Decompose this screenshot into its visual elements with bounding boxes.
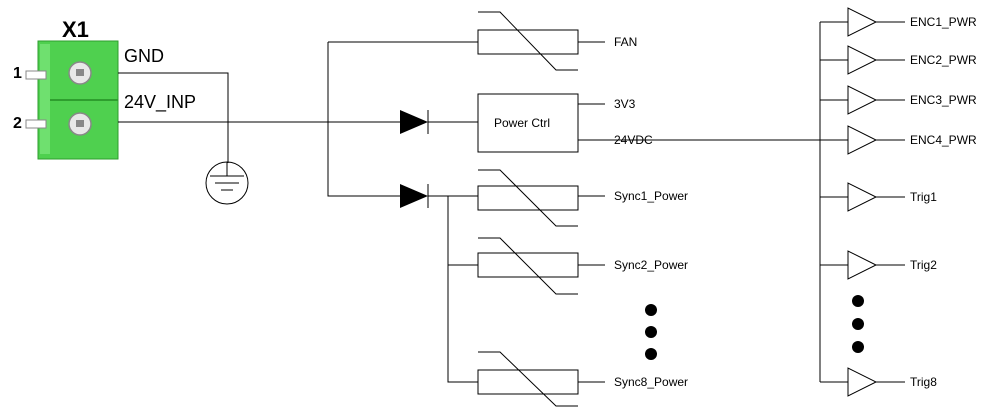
- sync2-power-label: Sync2_Power: [614, 258, 688, 272]
- sync-diode: [400, 184, 478, 383]
- gnd-wire: [118, 72, 229, 163]
- trig2-label: Trig2: [910, 258, 937, 272]
- trig1-label: Trig1: [910, 190, 937, 204]
- fan-ptc-fuse: [477, 11, 605, 71]
- fan-label: FAN: [614, 35, 637, 49]
- power-ctrl-output-3v3: 3V3: [614, 97, 636, 111]
- enc3-pwr-label: ENC3_PWR: [910, 93, 977, 107]
- sync1-ptc-fuse: [477, 169, 605, 227]
- sync1-power-label: Sync1_Power: [614, 189, 688, 203]
- sync8-ptc-fuse: [477, 351, 605, 407]
- pin-1-number: 1: [13, 65, 22, 82]
- pin-2-net-label: 24V_INP: [124, 92, 196, 113]
- power-ctrl-label: Power Ctrl: [494, 116, 550, 130]
- 24v-input-wire: [118, 41, 478, 197]
- connector-title: X1: [62, 17, 89, 42]
- ground-symbol: [205, 161, 249, 205]
- enc4-buffer: [820, 125, 905, 155]
- trig1-buffer: [820, 182, 905, 212]
- trig8-buffer: [820, 367, 905, 397]
- terminal-block-connector: [25, 40, 119, 160]
- enc1-buffer: [820, 7, 905, 37]
- trig2-buffer: [820, 250, 905, 280]
- pin-1-net-label: GND: [124, 46, 164, 66]
- power-ctrl-output-24vdc: 24VDC: [614, 133, 653, 147]
- sync8-power-label: Sync8_Power: [614, 375, 688, 389]
- enc4-pwr-label: ENC4_PWR: [910, 133, 977, 147]
- enc1-pwr-label: ENC1_PWR: [910, 15, 977, 29]
- sync-ellipsis-dots: [645, 304, 657, 360]
- trig8-label: Trig8: [910, 375, 937, 389]
- power-ctrl-diode: [400, 110, 478, 134]
- enc2-pwr-label: ENC2_PWR: [910, 53, 977, 67]
- pin-2-number: 2: [13, 115, 22, 132]
- enc2-buffer: [820, 45, 905, 75]
- power-ctrl-block: [477, 93, 820, 153]
- sync2-ptc-fuse: [477, 237, 605, 295]
- trig-ellipsis-dots: [852, 295, 864, 353]
- enc3-buffer: [820, 85, 905, 115]
